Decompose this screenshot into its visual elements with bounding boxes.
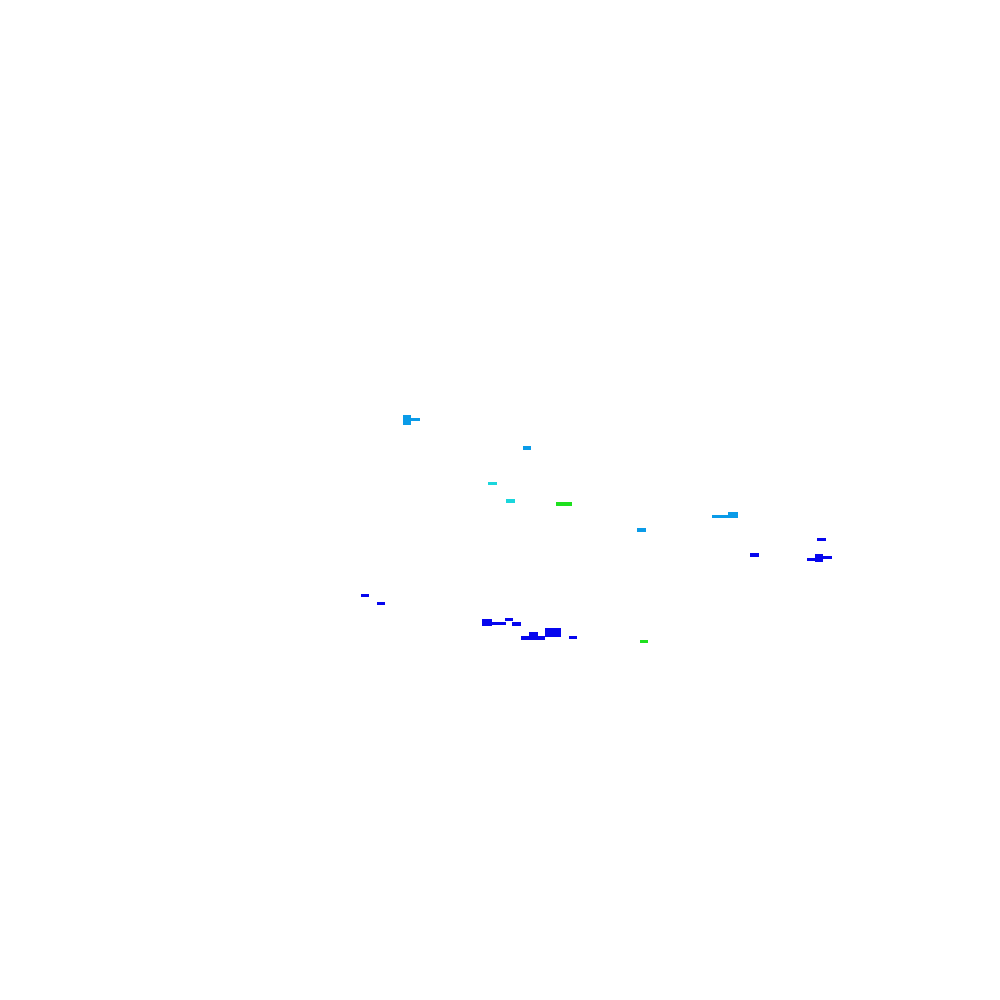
fragment-sky-blue xyxy=(410,418,420,421)
fragment-blue xyxy=(512,622,521,626)
fragment-cyan xyxy=(488,482,497,485)
fragment-sky-blue xyxy=(712,515,730,518)
fragment-blue xyxy=(482,619,492,626)
fragment-blue xyxy=(822,556,832,559)
fragment-sky-blue xyxy=(523,446,531,450)
fragment-blue xyxy=(569,636,577,639)
fragment-green xyxy=(640,640,648,643)
fragment-green xyxy=(556,502,572,506)
fragment-blue xyxy=(521,636,545,640)
fragment-blue xyxy=(361,594,369,597)
fragment-blue xyxy=(377,602,385,605)
fragment-sky-blue xyxy=(403,415,411,425)
fragment-sky-blue xyxy=(637,528,646,532)
fragment-blue xyxy=(807,558,821,561)
fragment-cyan xyxy=(506,499,515,503)
fragment-blue xyxy=(750,553,759,557)
fragment-blue xyxy=(505,618,513,621)
fragment-blue xyxy=(817,538,826,541)
fragment-blue xyxy=(490,622,506,625)
fragment-blue xyxy=(815,554,823,562)
fragment-blue xyxy=(545,628,561,637)
fragment-blue xyxy=(529,632,538,638)
fragment-sky-blue xyxy=(728,512,738,518)
